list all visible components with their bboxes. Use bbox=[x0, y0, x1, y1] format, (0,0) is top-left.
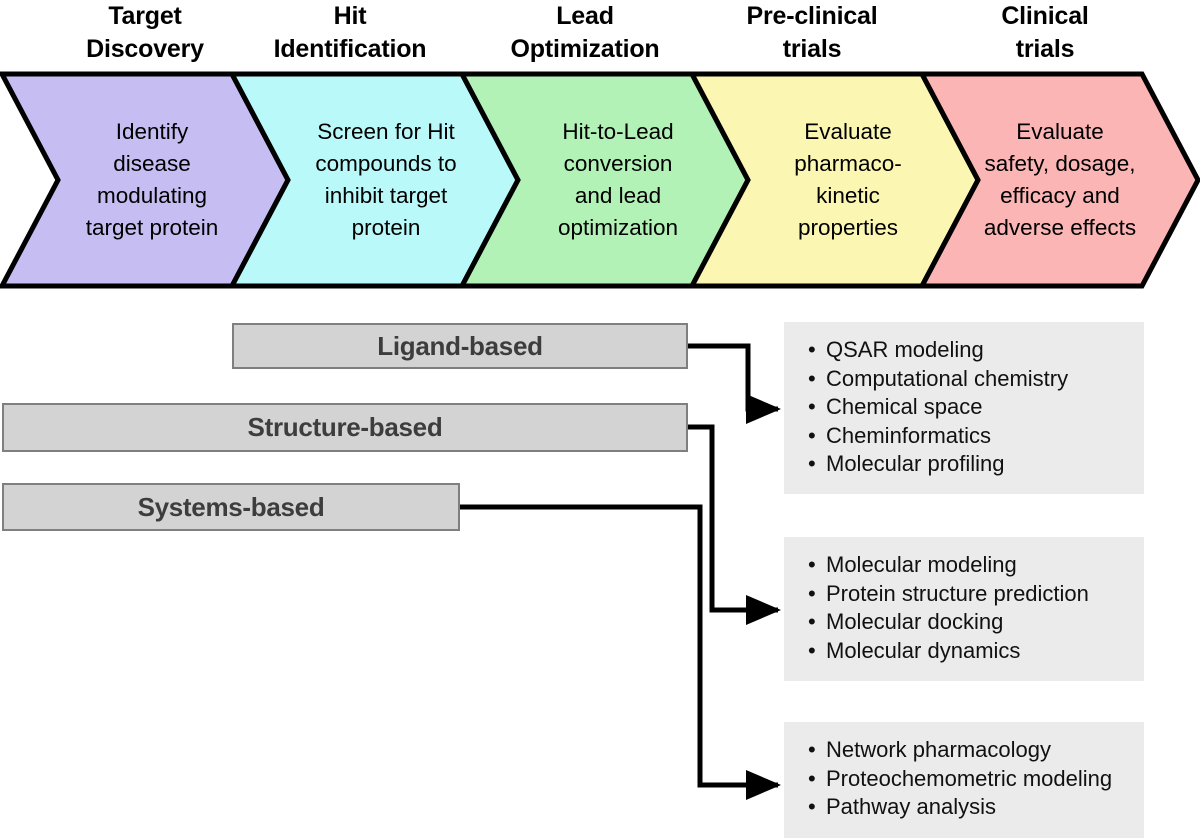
stage-header-line: trials bbox=[1015, 35, 1075, 63]
technique-list: Network pharmacology Proteochemometric m… bbox=[808, 736, 1144, 822]
approach-box-structure-based[interactable]: Structure-based bbox=[2, 403, 688, 452]
approach-box-label: Structure-based bbox=[247, 412, 443, 442]
stage-header-target-discovery: Target Discovery bbox=[30, 0, 260, 66]
chevron-label-line: Identify bbox=[115, 119, 189, 144]
approach-box-ligand-based[interactable]: Ligand-based bbox=[232, 323, 688, 369]
technique-list: Molecular modeling Protein structure pre… bbox=[808, 551, 1144, 665]
chevron-label-target-discovery: Identify disease modulating target prote… bbox=[62, 110, 242, 250]
stage-header-line: Lead bbox=[556, 2, 614, 30]
stage-header-line: Discovery bbox=[86, 35, 204, 63]
chevron-label-line: and lead bbox=[574, 183, 662, 208]
stage-header-line: Clinical bbox=[1001, 2, 1089, 30]
stage-header-line: Pre-clinical bbox=[746, 2, 878, 30]
chevron-label-line: compounds to bbox=[315, 151, 457, 176]
technique-list-item: Molecular docking bbox=[808, 608, 1144, 637]
chevron-shapes bbox=[0, 71, 1200, 289]
chevron-label-line: Evaluate bbox=[804, 119, 892, 144]
technique-list-item: Cheminformatics bbox=[808, 422, 1144, 451]
approach-box-label: Ligand-based bbox=[377, 330, 543, 361]
technique-list-item: Molecular profiling bbox=[808, 450, 1144, 479]
chevron-clinical-trials bbox=[917, 71, 1200, 289]
stage-header-line: Hit bbox=[333, 2, 367, 30]
technique-panel-systems: Network pharmacology Proteochemometric m… bbox=[784, 722, 1144, 838]
technique-list-item: Proteochemometric modeling bbox=[808, 765, 1144, 794]
chevron-label-line: Screen for Hit bbox=[317, 119, 455, 144]
chevron-label-line: Evaluate bbox=[1016, 119, 1104, 144]
chevron-label-line: optimization bbox=[557, 215, 679, 240]
chevron-label-line: kinetic bbox=[816, 183, 880, 208]
connector-systems-to-panel3 bbox=[460, 504, 781, 800]
chevron-label-line: target protein bbox=[85, 215, 219, 240]
chevron-label-line: safety, dosage, bbox=[984, 151, 1136, 176]
stage-header-line: Optimization bbox=[510, 35, 660, 63]
stage-header-hit-identification: Hit Identification bbox=[240, 0, 460, 66]
technique-list-item: Protein structure prediction bbox=[808, 580, 1144, 609]
technique-list-item: Pathway analysis bbox=[808, 793, 1144, 822]
technique-list-item: Network pharmacology bbox=[808, 736, 1144, 765]
chevron-label-line: adverse effects bbox=[983, 215, 1137, 240]
chevron-label-line: modulating bbox=[96, 183, 208, 208]
chevron-label-clinical-trials: Evaluate safety, dosage, efficacy and ad… bbox=[960, 110, 1160, 250]
chevron-label-lead-optimization: Hit-to-Lead conversion and lead optimiza… bbox=[528, 110, 708, 250]
stage-header-clinical-trials: Clinical trials bbox=[935, 0, 1155, 66]
chevron-label-line: efficacy and bbox=[1000, 183, 1120, 208]
chevron-label-line: Hit-to-Lead bbox=[562, 119, 674, 144]
technique-list-item: Molecular modeling bbox=[808, 551, 1144, 580]
stage-header-line: Identification bbox=[273, 35, 427, 63]
chevron-label-line: disease bbox=[113, 151, 191, 176]
chevron-label-line: conversion bbox=[563, 151, 673, 176]
chevron-label-pre-clinical-trials: Evaluate pharmaco- kinetic properties bbox=[758, 110, 938, 250]
technique-list-item: Computational chemistry bbox=[808, 365, 1144, 394]
stage-header-line: trials bbox=[782, 35, 842, 63]
approach-box-label: Systems-based bbox=[137, 491, 325, 522]
technique-panel-ligand: QSAR modeling Computational chemistry Ch… bbox=[784, 322, 1144, 494]
technique-panel-structure: Molecular modeling Protein structure pre… bbox=[784, 537, 1144, 681]
connector-ligand-to-panel1 bbox=[688, 343, 781, 424]
stage-header-lead-optimization: Lead Optimization bbox=[475, 0, 695, 66]
chevron-label-line: protein bbox=[351, 215, 421, 240]
technique-list-item: QSAR modeling bbox=[808, 336, 1144, 365]
chevron-label-hit-identification: Screen for Hit compounds to inhibit targ… bbox=[296, 110, 476, 250]
technique-list: QSAR modeling Computational chemistry Ch… bbox=[808, 336, 1144, 479]
technique-list-item: Molecular dynamics bbox=[808, 637, 1144, 666]
stage-headers: Target Discovery Hit Identification Lead… bbox=[0, 0, 1200, 72]
connector-structure-to-panel2 bbox=[688, 424, 781, 625]
stage-header-line: Target bbox=[108, 2, 182, 30]
technique-list-item: Chemical space bbox=[808, 393, 1144, 422]
chevron-label-line: inhibit target bbox=[324, 183, 448, 208]
stage-header-pre-clinical-trials: Pre-clinical trials bbox=[702, 0, 922, 66]
approach-box-systems-based[interactable]: Systems-based bbox=[2, 483, 460, 531]
chevron-label-line: pharmaco- bbox=[794, 151, 902, 176]
chevron-label-line: properties bbox=[797, 215, 899, 240]
